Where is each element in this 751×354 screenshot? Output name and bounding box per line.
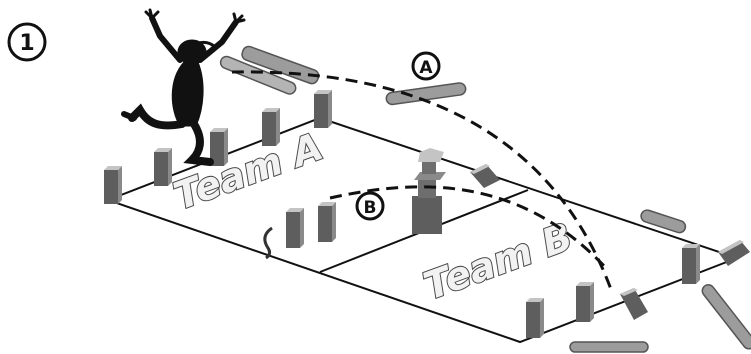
marker-b: B: [357, 193, 383, 219]
baton: [570, 342, 648, 352]
marker-b-label: B: [364, 198, 377, 218]
figure-number: 1: [19, 31, 34, 56]
marker-a: A: [413, 53, 439, 79]
domino-block: [286, 208, 304, 248]
domino-block: [262, 108, 280, 146]
domino-block: [154, 148, 172, 186]
domino-block: [576, 282, 594, 322]
marker-a-label: A: [419, 58, 433, 78]
domino-block: [526, 298, 544, 338]
domino-block: [318, 202, 336, 242]
baton: [700, 282, 751, 351]
domino-block: [104, 166, 122, 204]
figure-number-badge: 1: [9, 24, 45, 60]
domino-block: [314, 90, 332, 128]
domino-block: [682, 244, 700, 284]
